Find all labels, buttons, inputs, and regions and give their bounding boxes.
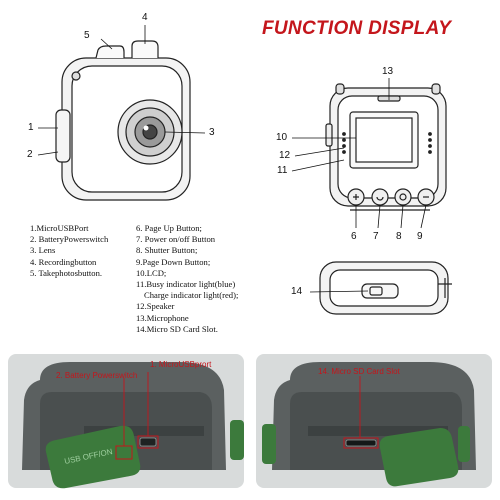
callout-11: 11 bbox=[277, 165, 288, 176]
legend-item: 6. Page Up Button; bbox=[136, 223, 202, 233]
callout-3: 3 bbox=[209, 127, 215, 138]
legend-item: Charge indicator light(red); bbox=[144, 290, 239, 301]
callout-4: 4 bbox=[142, 12, 148, 23]
callout-5: 5 bbox=[84, 30, 90, 41]
legend-item: 8. Shutter Button; bbox=[136, 245, 198, 256]
legend-item: 14.Micro SD Card Slot. bbox=[136, 323, 218, 334]
callout-1: 1 bbox=[28, 122, 34, 133]
legend-item: 9.Page Down Button; bbox=[136, 256, 211, 267]
legend-item: 3. Lens bbox=[30, 245, 56, 256]
callout-2: 2 bbox=[27, 149, 33, 160]
legend-item: 5. Takephotosbutton. bbox=[30, 267, 103, 278]
legend-item: 7. Power on/off Button bbox=[136, 234, 216, 245]
callout-10: 10 bbox=[276, 132, 288, 143]
photo-usb-side bbox=[8, 354, 244, 489]
legend-item: 1.MicroUSBPort bbox=[30, 223, 89, 233]
camera-bottom-drawing bbox=[319, 261, 452, 315]
legend-left: 1.MicroUSBPort 2. BatteryPowerswitch 3. … bbox=[30, 223, 108, 279]
callout-6: 6 bbox=[351, 231, 357, 242]
legend-item: 12.Speaker bbox=[136, 301, 175, 312]
camera-back-drawing bbox=[325, 83, 447, 211]
callout-13: 13 bbox=[382, 66, 394, 77]
legend-item: 4. Recordingbutton bbox=[30, 256, 97, 267]
callout-12: 12 bbox=[279, 150, 291, 161]
legend-item: 2. BatteryPowerswitch bbox=[30, 234, 109, 245]
page-title: FUNCTION DISPLAY bbox=[262, 18, 452, 39]
micro-usb-label: 1. MicroUSBprort bbox=[150, 360, 212, 369]
legend-item: 11.Busy indicator light(blue) bbox=[136, 279, 236, 290]
battery-switch-label: 2. Battery Powerswitch bbox=[56, 371, 138, 380]
callout-lines bbox=[37, 25, 427, 293]
legend-item: 10.LCD; bbox=[136, 267, 167, 278]
legend-item: 13.Microphone bbox=[136, 312, 189, 323]
callout-8: 8 bbox=[396, 231, 402, 242]
legend-right: 6. Page Up Button; 7. Power on/off Butto… bbox=[136, 223, 238, 335]
callout-7: 7 bbox=[373, 231, 379, 242]
callout-14: 14 bbox=[291, 286, 303, 297]
photo-sd-slot bbox=[256, 354, 492, 488]
sd-slot-label: 14. Micro SD Card Slot bbox=[318, 367, 400, 376]
callout-9: 9 bbox=[417, 231, 423, 242]
camera-front-drawing bbox=[55, 40, 191, 201]
